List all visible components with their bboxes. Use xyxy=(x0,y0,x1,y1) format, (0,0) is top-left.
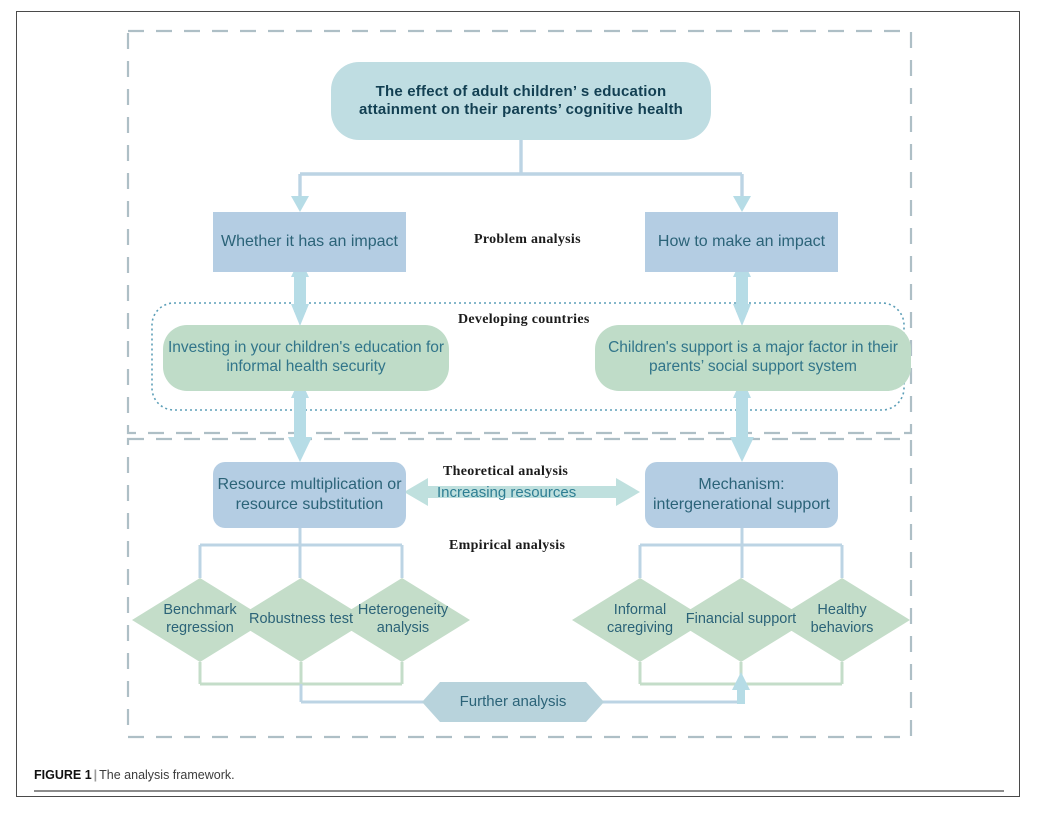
connector-mechanism-to-right-diamonds xyxy=(638,527,844,578)
arrowhead-title-left xyxy=(291,196,309,212)
caption-figure-number: FIGURE 1 xyxy=(34,768,92,782)
diamond-financial-support xyxy=(673,578,809,662)
shape-children-support xyxy=(595,325,911,391)
diamond-heterogeneity-analysis xyxy=(334,578,470,662)
caption-description: The analysis framework. xyxy=(99,768,235,782)
double-arrow-increasing-resources xyxy=(404,478,640,506)
connector-left-diamonds-merge xyxy=(198,662,404,686)
arrow-further-analysis-up xyxy=(732,672,750,704)
shape-mechanism-support xyxy=(645,462,838,528)
caption-rule xyxy=(34,790,1004,792)
arrowhead-title-right xyxy=(733,196,751,212)
shape-whether-impact xyxy=(213,212,406,272)
diamond-informal-caregiving xyxy=(572,578,708,662)
diamond-robustness-test xyxy=(233,578,369,662)
arrow-down-to-mechanism-box xyxy=(730,411,754,462)
figure-caption: FIGURE 1|The analysis framework. xyxy=(34,766,1004,784)
diamond-healthy-behaviors xyxy=(774,578,910,662)
diamond-benchmark-regression xyxy=(132,578,268,662)
arrow-down-to-resource-box xyxy=(288,411,312,462)
shape-title-node xyxy=(331,62,711,140)
shape-resource-multiplication xyxy=(213,462,406,528)
hexagon-further-analysis xyxy=(422,682,604,722)
caption-separator: | xyxy=(93,768,98,782)
upper-dashed-frame xyxy=(126,29,913,435)
shape-how-impact xyxy=(645,212,838,272)
lower-dashed-frame xyxy=(126,437,913,739)
shape-investing-education xyxy=(163,325,449,391)
connector-title-to-problem-row xyxy=(298,139,744,196)
connector-resource-to-left-diamonds xyxy=(198,527,404,578)
